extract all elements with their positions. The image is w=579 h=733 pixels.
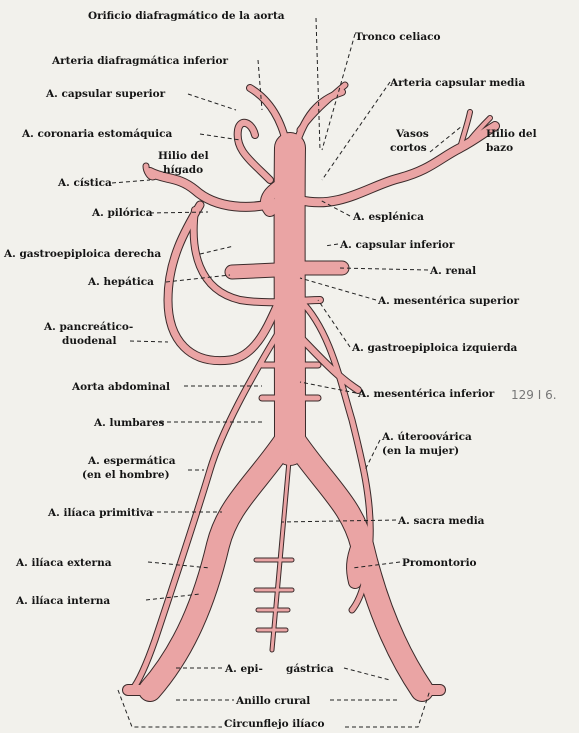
label-mesenterica-inferior: A. mesentérica inferior [357, 388, 495, 400]
label-uteroovarica-1: A. úteroovárica [381, 431, 472, 443]
leader-capsular-inf [325, 244, 338, 246]
left-renal [232, 270, 276, 272]
label-diafragmatica-inferior: Arteria diafragmática inferior [51, 55, 228, 67]
label-pancreatico-1: A. pancreático- [43, 321, 133, 333]
label-vasos-cortos-2: cortos [390, 142, 427, 154]
label-promontorio: Promontorio [402, 557, 477, 569]
label-hilio-higado-2: hígado [163, 164, 203, 176]
gastroduodenal [168, 205, 280, 361]
label-coronaria: A. coronaria estomáquica [21, 128, 173, 140]
leader-sacra [282, 520, 396, 522]
label-gastroepiploica-derecha: A. gastroepiploica derecha [3, 248, 161, 260]
median-sacral [272, 450, 290, 650]
leader-orificio [316, 18, 320, 150]
leader-epi-right [344, 668, 390, 680]
label-pancreatico-2: duodenal [62, 335, 116, 347]
label-iliaca-externa: A. ilíaca externa [15, 557, 112, 569]
leader-cistica [112, 180, 150, 183]
label-sacra-media: A. sacra media [397, 515, 485, 527]
label-aorta-abdominal: Aorta abdominal [71, 381, 170, 393]
label-lumbares: A. lumbares [93, 417, 165, 429]
left-gastric [238, 123, 270, 180]
label-capsular-media: Arteria capsular media [389, 77, 525, 89]
label-tronco-celiaco: Tronco celiaco [355, 31, 441, 43]
label-esplenica: A. esplénica [352, 211, 424, 223]
label-capsular-superior: A. capsular superior [45, 88, 166, 100]
label-renal: A. renal [429, 265, 476, 277]
label-hilio-higado-1: Hilio del [158, 150, 209, 162]
label-hilio-bazo-1: Hilio del [486, 128, 537, 140]
label-orificio: Orificio diafragmático de la aorta [88, 10, 285, 22]
label-espermatica-1: A. espermática [87, 455, 176, 467]
leader-gastro-der [200, 246, 234, 254]
leader-renal [340, 268, 428, 270]
label-epigastrica-2: gástrica [286, 663, 334, 675]
label-iliaca-interna: A. ilíaca interna [15, 595, 110, 607]
label-capsular-inferior: A. capsular inferior [339, 239, 455, 251]
label-espermatica-2: (en el hombre) [82, 469, 170, 481]
label-iliaca-primitiva: A. ilíaca primitiva [47, 507, 153, 519]
leader-pancreatico [130, 341, 168, 342]
label-pilorica: A. pilórica [91, 207, 153, 219]
label-vasos-cortos-1: Vasos [395, 128, 429, 140]
label-uteroovarica-2: (en la mujer) [382, 445, 459, 457]
label-hepatica: A. hepática [87, 276, 154, 288]
label-hilio-bazo-2: bazo [486, 142, 513, 154]
superior-mesenteric [288, 280, 294, 392]
right-internal-iliac [353, 545, 358, 582]
label-mesenterica-superior: A. mesentérica superior [377, 295, 519, 307]
label-gastroepiploica-izquierda: A. gastroepiploica izquierda [351, 342, 518, 354]
pencil-note: 129 I 6. [511, 388, 557, 402]
leader-hepatica [166, 275, 230, 282]
phrenic-right-2 [300, 85, 345, 130]
leader-utero [365, 440, 380, 470]
label-cistica: A. cística [57, 177, 112, 189]
label-anillo-crural: Anillo crural [235, 695, 310, 707]
label-epigastrica-1: A. epi- [224, 663, 263, 675]
leader-diafragmatica [258, 60, 262, 110]
leader-capsular-sup [188, 94, 236, 110]
label-circunflejo: Circunflejo ilíaco [224, 718, 324, 730]
